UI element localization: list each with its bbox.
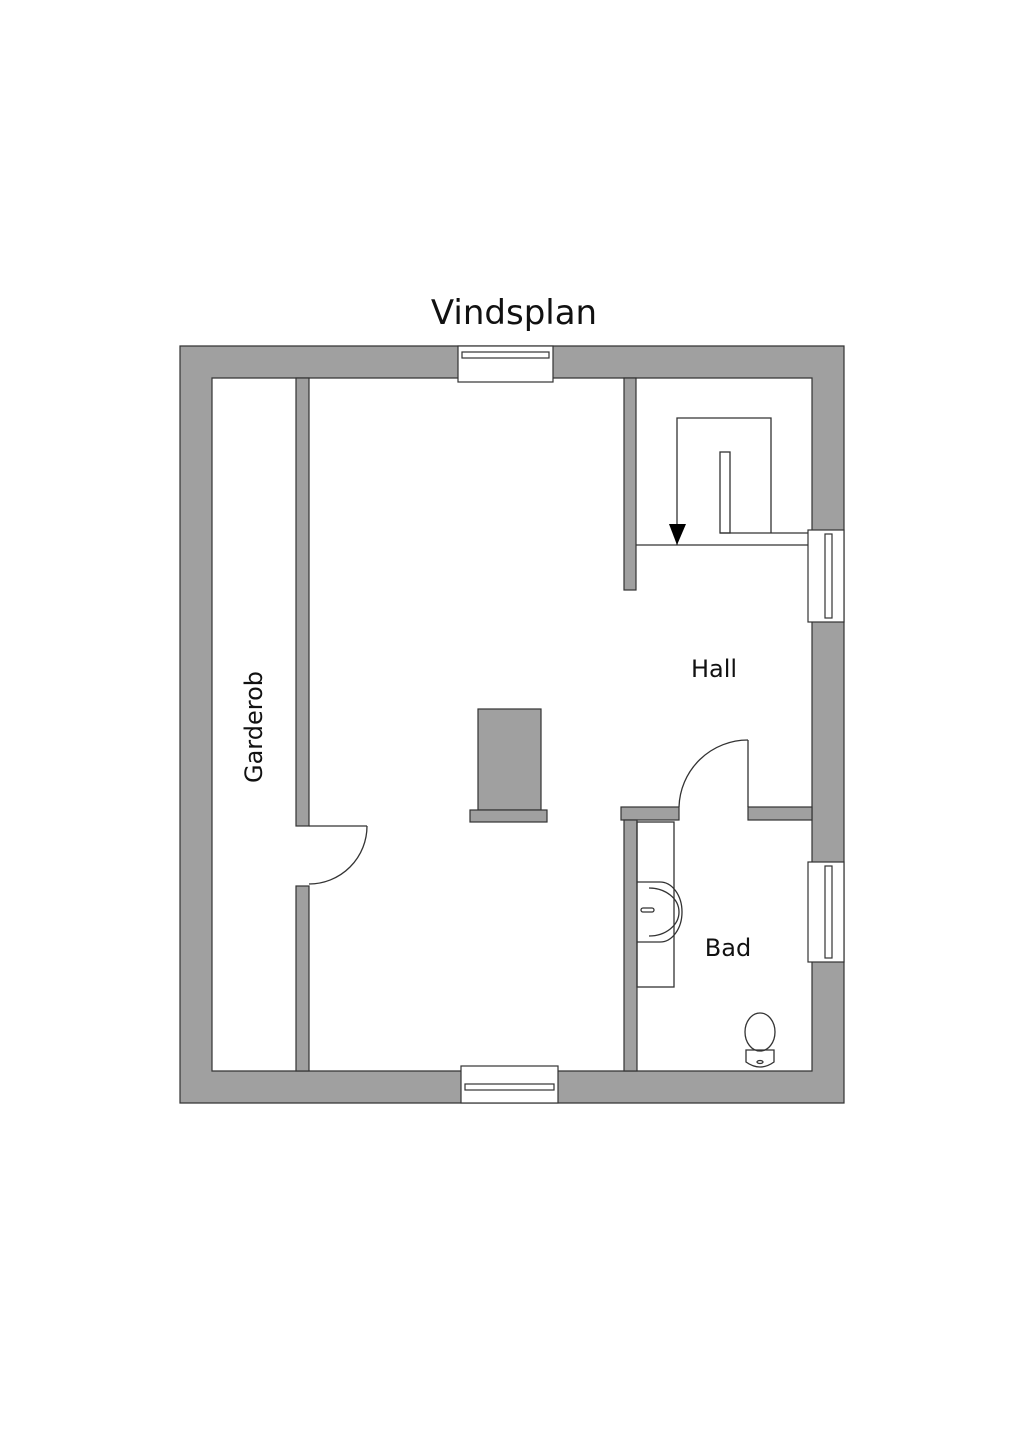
chimney — [469, 708, 548, 823]
interior-walls — [295, 377, 813, 1072]
window-bottom — [460, 1065, 559, 1104]
room-label-hall: Hall — [691, 655, 737, 683]
room-label-bad: Bad — [705, 934, 751, 962]
sink — [636, 821, 683, 988]
window-right-bath — [807, 861, 845, 963]
toilet — [744, 1012, 776, 1068]
plan-title: Vindsplan — [431, 293, 597, 333]
room-label-garderob: Garderob — [240, 671, 268, 783]
stair-arrow-icon — [669, 524, 686, 545]
bathroom-door — [678, 739, 749, 808]
exterior-walls — [179, 345, 845, 1104]
window-top — [457, 345, 554, 383]
staircase — [636, 417, 808, 546]
garderob-door — [308, 825, 368, 885]
windows — [457, 345, 845, 1104]
window-right-hall — [807, 529, 845, 623]
